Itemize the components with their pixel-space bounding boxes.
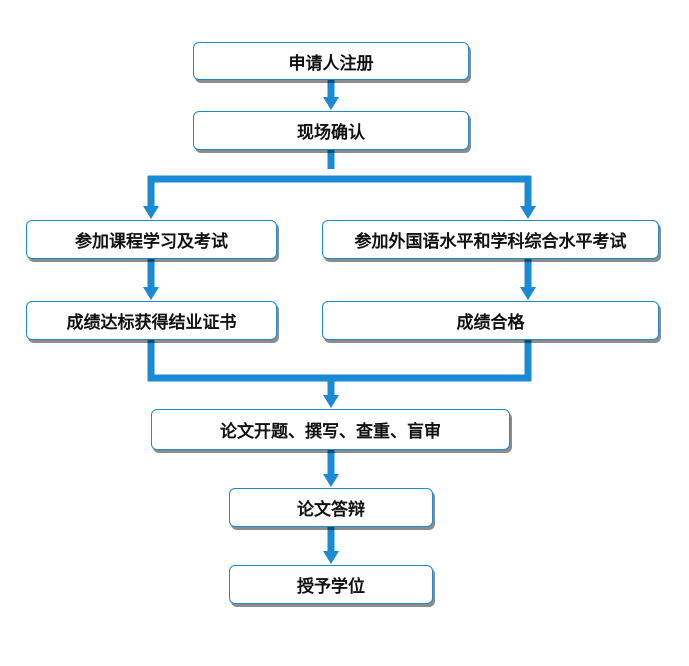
arrowhead-certificate (143, 287, 159, 300)
node-thesis-label: 论文开题、撰写、查重、盲审 (220, 422, 441, 442)
node-defense: 论文答辩 (229, 488, 433, 527)
arrowhead-pass (520, 287, 536, 300)
node-language: 参加外国语水平和学科综合水平考试 (322, 220, 659, 259)
node-confirm-label: 现场确认 (297, 123, 365, 143)
node-certificate-label: 成绩达标获得结业证书 (66, 313, 237, 333)
node-courses-label: 参加课程学习及考试 (75, 232, 228, 252)
node-register-label: 申请人注册 (288, 53, 374, 74)
node-confirm: 现场确认 (193, 111, 469, 150)
node-degree-label: 授予学位 (297, 577, 365, 597)
arrowhead-degree (323, 551, 339, 564)
node-language-label: 参加外国语水平和学科综合水平考试 (354, 232, 627, 252)
node-degree: 授予学位 (229, 565, 433, 604)
arrowhead-thesis (323, 395, 339, 408)
node-pass: 成绩合格 (322, 301, 659, 340)
node-register: 申请人注册 (193, 42, 469, 80)
node-certificate: 成绩达标获得结业证书 (26, 301, 277, 340)
arrowhead-courses (143, 206, 159, 219)
node-courses: 参加课程学习及考试 (26, 220, 277, 259)
arrowhead-language (520, 206, 536, 219)
node-defense-label: 论文答辩 (297, 500, 365, 520)
arrowhead-confirm (323, 97, 339, 110)
node-pass-label: 成绩合格 (456, 313, 525, 333)
arrowhead-defense (323, 474, 339, 487)
node-thesis: 论文开题、撰写、查重、盲审 (151, 409, 510, 450)
